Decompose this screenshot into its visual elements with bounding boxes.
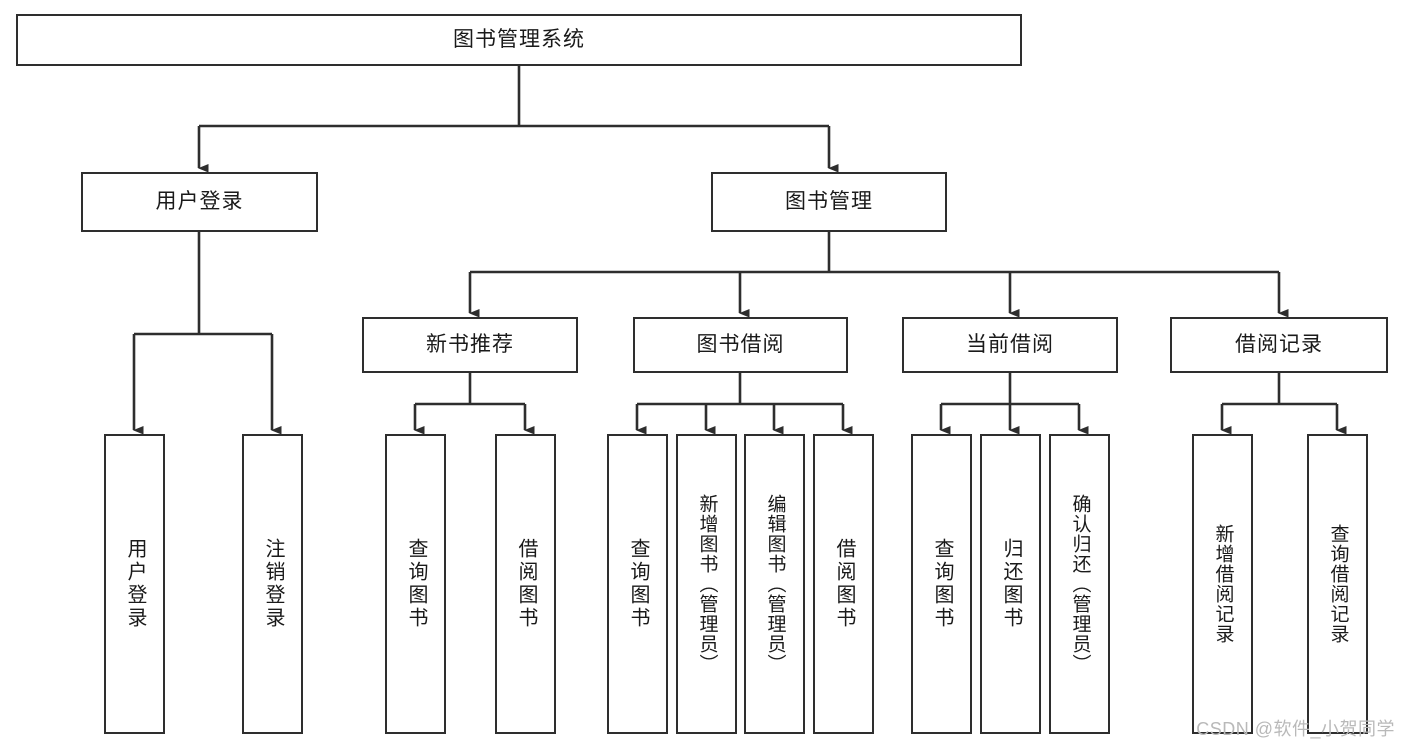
leaf-current-borrow-query-label: 查询图书 [931, 538, 953, 630]
leaf-book-borrow-edit[interactable]: 编辑图书（管理员） [744, 434, 805, 734]
leaf-user-login-logout[interactable]: 注销登录 [242, 434, 303, 734]
node-current-borrow[interactable]: 当前借阅 [902, 317, 1118, 373]
leaf-book-borrow-edit-label: 编辑图书（管理员） [764, 494, 786, 674]
leaf-book-borrow-borrow[interactable]: 借阅图书 [813, 434, 874, 734]
node-user-login[interactable]: 用户登录 [81, 172, 318, 232]
leaf-current-borrow-return-label: 归还图书 [1000, 538, 1022, 630]
leaf-current-borrow-query[interactable]: 查询图书 [911, 434, 972, 734]
leaf-user-login-login[interactable]: 用户登录 [104, 434, 165, 734]
leaf-new-book-query[interactable]: 查询图书 [385, 434, 446, 734]
node-borrow-record-label: 借阅记录 [1235, 332, 1323, 356]
leaf-borrow-record-query-label: 查询借阅记录 [1327, 524, 1349, 644]
leaf-current-borrow-return[interactable]: 归还图书 [980, 434, 1041, 734]
leaf-user-login-logout-label: 注销登录 [262, 538, 284, 630]
leaf-user-login-login-label: 用户登录 [124, 538, 146, 630]
leaf-book-borrow-add[interactable]: 新增图书（管理员） [676, 434, 737, 734]
node-book-management-label: 图书管理 [785, 189, 873, 213]
watermark-text: CSDN @软件_小贺同学 [1196, 719, 1395, 739]
leaf-current-borrow-confirm-label: 确认归还（管理员） [1069, 494, 1091, 674]
leaf-new-book-query-label: 查询图书 [405, 538, 427, 630]
leaf-book-borrow-query[interactable]: 查询图书 [607, 434, 668, 734]
node-root-system[interactable]: 图书管理系统 [16, 14, 1022, 66]
leaf-new-book-borrow-label: 借阅图书 [515, 538, 537, 630]
node-root-system-label: 图书管理系统 [453, 27, 585, 51]
leaf-current-borrow-confirm[interactable]: 确认归还（管理员） [1049, 434, 1110, 734]
node-new-book-recommend[interactable]: 新书推荐 [362, 317, 578, 373]
node-user-login-label: 用户登录 [155, 189, 244, 213]
leaf-book-borrow-borrow-label: 借阅图书 [833, 538, 855, 630]
node-borrow-record[interactable]: 借阅记录 [1170, 317, 1388, 373]
node-book-borrow-label: 图书借阅 [696, 332, 785, 356]
leaf-borrow-record-add[interactable]: 新增借阅记录 [1192, 434, 1253, 734]
leaf-borrow-record-query[interactable]: 查询借阅记录 [1307, 434, 1368, 734]
leaf-borrow-record-add-label: 新增借阅记录 [1212, 524, 1234, 644]
node-current-borrow-label: 当前借阅 [966, 332, 1054, 356]
leaf-new-book-borrow[interactable]: 借阅图书 [495, 434, 556, 734]
node-book-borrow[interactable]: 图书借阅 [633, 317, 848, 373]
node-book-management[interactable]: 图书管理 [711, 172, 947, 232]
node-new-book-recommend-label: 新书推荐 [426, 332, 514, 356]
leaf-book-borrow-add-label: 新增图书（管理员） [696, 494, 718, 674]
leaf-book-borrow-query-label: 查询图书 [627, 538, 649, 630]
